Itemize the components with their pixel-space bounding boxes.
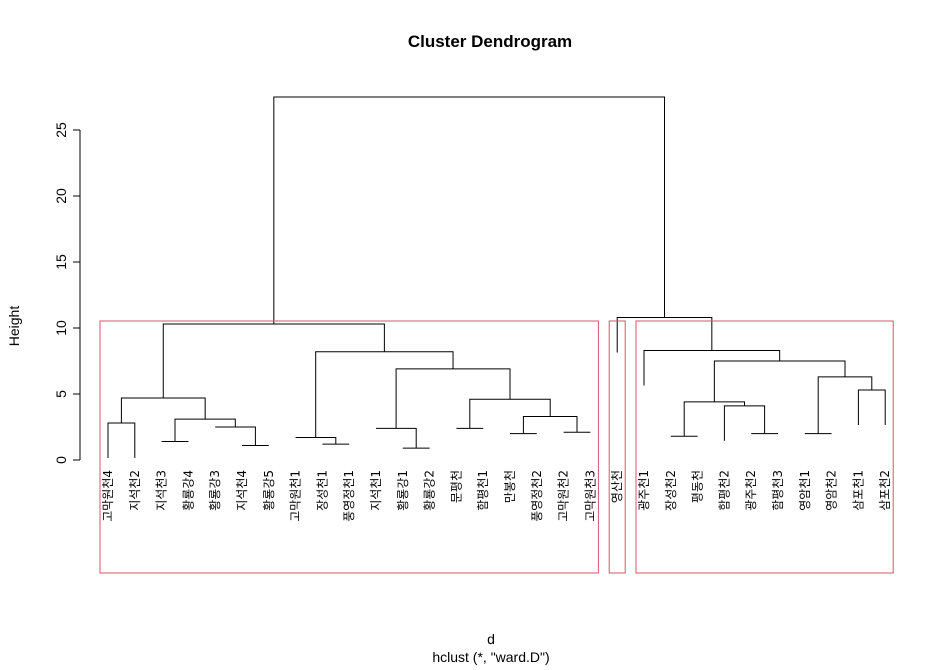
leaf-labels: 고막원천4 지석천2 지석천3 황룡강4 황룡강3 지석천4 황룡강5 고막원천1 장성천1 풍영… bbox=[100, 470, 892, 522]
leaf-label: 평동천 bbox=[690, 470, 705, 503]
merge-link bbox=[107, 422, 136, 459]
leaf-label: 만봉천 bbox=[502, 470, 517, 503]
cluster-rect bbox=[608, 320, 626, 574]
leaf-label: 풍영정천2 bbox=[529, 470, 544, 522]
leaf-label: 황룡강5 bbox=[262, 470, 276, 511]
merge-link bbox=[723, 405, 766, 441]
leaf-label: 지석천4 bbox=[234, 470, 249, 511]
y-tick-label: 0 bbox=[53, 456, 69, 464]
leaf-label: 영암천2 bbox=[824, 470, 839, 511]
leaf-label: 함평천1 bbox=[475, 470, 490, 511]
leaf-label: 지석천1 bbox=[368, 470, 383, 511]
leaf-label: 영암천1 bbox=[797, 470, 812, 511]
y-tick-label: 20 bbox=[53, 188, 69, 204]
cluster-rect bbox=[99, 320, 599, 574]
cluster-rectangles bbox=[99, 320, 894, 574]
leaf-label: 삼포천1 bbox=[850, 470, 865, 511]
merge-link bbox=[295, 437, 337, 445]
leaf-label: 함평천2 bbox=[716, 470, 731, 511]
leaf-label: 황룡강2 bbox=[423, 470, 437, 511]
leaf-label: 황룡강4 bbox=[181, 470, 195, 511]
y-tick-label: 10 bbox=[53, 320, 69, 336]
merge-link bbox=[162, 323, 385, 398]
leaf-label: 황룡강1 bbox=[396, 470, 410, 511]
merge-link bbox=[713, 360, 846, 402]
leaf-label: 고막원천3 bbox=[582, 470, 597, 522]
leaf-label: 함평천3 bbox=[770, 470, 785, 511]
merge-link bbox=[469, 398, 551, 429]
merge-link bbox=[376, 427, 417, 449]
leaf-label: 고막원천4 bbox=[100, 470, 115, 522]
y-axis-label: Height bbox=[6, 306, 22, 347]
leaf-label: 고막원천2 bbox=[556, 470, 571, 522]
merge-link bbox=[315, 351, 454, 438]
merge-link bbox=[273, 96, 666, 325]
leaf-label: 영산천 bbox=[609, 470, 624, 503]
merge-link bbox=[616, 316, 713, 353]
leaf-label: 광주천1 bbox=[636, 470, 651, 511]
leaf-label: 지석천2 bbox=[127, 470, 142, 511]
y-tick-label: 15 bbox=[53, 254, 69, 270]
leaf-label: 지석천3 bbox=[154, 470, 169, 511]
leaf-label: 문평천 bbox=[448, 470, 463, 503]
merge-link bbox=[817, 376, 873, 434]
merge-link bbox=[174, 418, 236, 442]
merge-link bbox=[522, 415, 578, 434]
y-axis: 0 5 10 15 20 25 bbox=[53, 122, 81, 464]
leaf-label: 고막원천1 bbox=[288, 470, 303, 522]
leaf-label: 풍영정천1 bbox=[341, 470, 356, 522]
y-tick-label: 5 bbox=[53, 390, 69, 398]
merge-link bbox=[643, 349, 781, 386]
leaf-label: 황룡강3 bbox=[208, 470, 222, 511]
leaf-label: 삼포천2 bbox=[877, 470, 892, 511]
x-axis-label: d bbox=[487, 631, 495, 647]
cluster-rect bbox=[635, 320, 894, 574]
y-tick-label: 25 bbox=[53, 122, 69, 138]
merge-link bbox=[215, 426, 256, 446]
leaf-label: 장성천1 bbox=[314, 470, 329, 511]
dendrogram-tree bbox=[107, 96, 886, 459]
merge-link bbox=[857, 389, 886, 426]
leaf-label: 광주천2 bbox=[743, 470, 758, 511]
x-axis-sublabel: hclust (*, "ward.D") bbox=[432, 649, 549, 665]
merge-link bbox=[395, 368, 511, 429]
merge-link bbox=[683, 401, 745, 437]
leaf-label: 장성천2 bbox=[663, 470, 678, 511]
chart-title: Cluster Dendrogram bbox=[408, 32, 572, 51]
